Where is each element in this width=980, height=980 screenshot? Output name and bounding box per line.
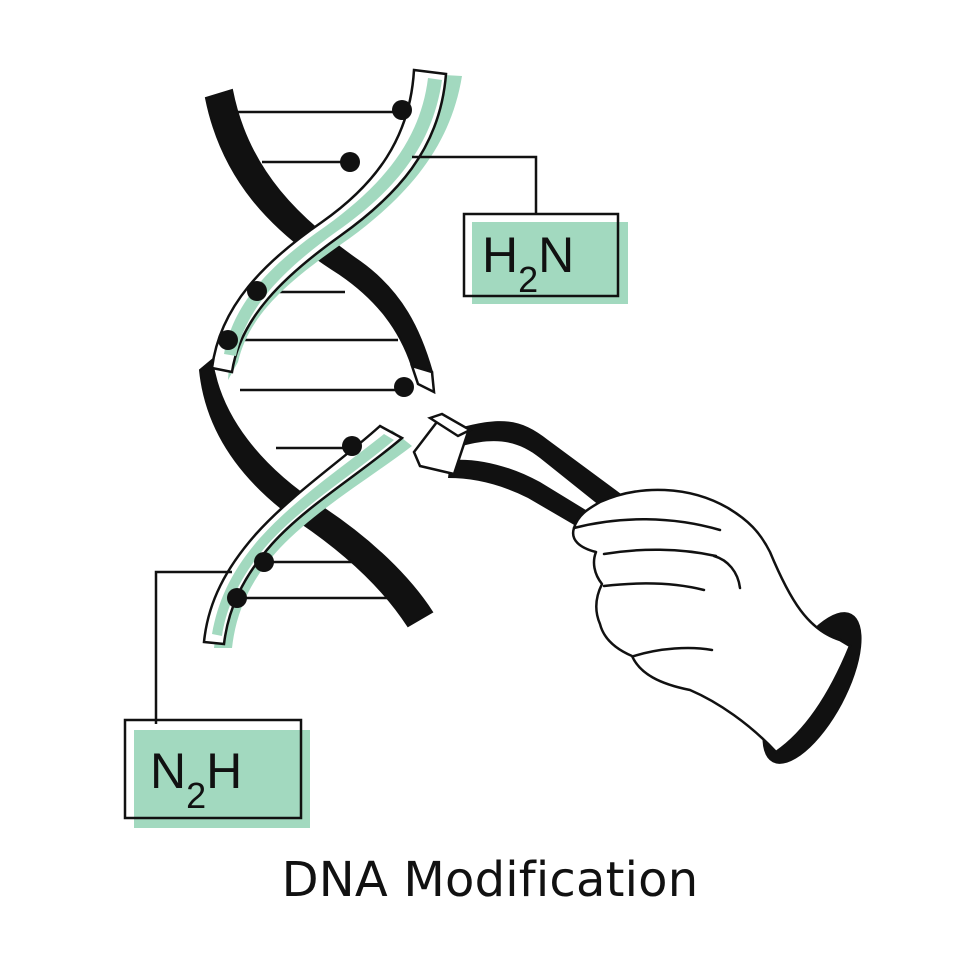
- caption: DNA Modification: [281, 852, 699, 908]
- top-formula-sub: 2: [518, 259, 538, 300]
- connector-bottom: [154, 570, 232, 724]
- svg-text:H2N: H2N: [482, 227, 574, 300]
- black-strand-cut-end: [410, 364, 436, 395]
- bottom-formula-tail: H: [206, 743, 242, 799]
- label-box-top: H2N: [462, 212, 628, 304]
- svg-text:N2H: N2H: [150, 743, 242, 816]
- bottom-formula-sub: 2: [186, 775, 206, 816]
- connector-top: [412, 155, 538, 214]
- dna-helix-icon: [198, 68, 462, 648]
- green-strand-lower-fill: [212, 434, 394, 636]
- green-strand-lower-shadow: [214, 430, 412, 648]
- black-strand-lower: [198, 358, 434, 628]
- tweezers-icon: [412, 412, 640, 540]
- green-strand-upper: [210, 68, 448, 374]
- top-formula-main: H: [482, 227, 518, 283]
- bottom-formula-main: N: [150, 743, 186, 799]
- gloved-hand-icon: [571, 488, 862, 764]
- label-box-bottom: N2H: [123, 718, 310, 828]
- top-formula-tail: N: [538, 227, 574, 283]
- connector-lines: [154, 155, 538, 724]
- nucleotide-dots: [218, 100, 414, 608]
